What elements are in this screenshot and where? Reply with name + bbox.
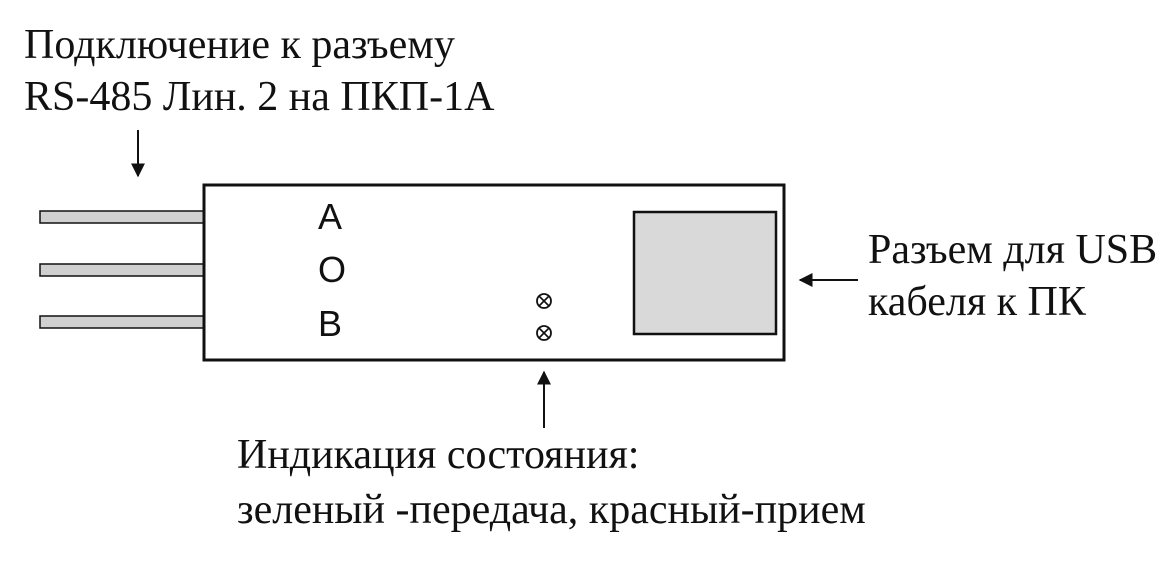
usb-label-line1: Разъем для USB xyxy=(868,227,1157,273)
usb-connector xyxy=(632,210,778,336)
pin-letter-a: A xyxy=(318,196,342,237)
pin-letter-o: O xyxy=(318,249,346,290)
led-red-icon xyxy=(536,325,552,341)
usb-label-line2: кабеля к ПК xyxy=(868,279,1087,325)
connection-label-line2: RS-485 Лин. 2 на ПКП-1А xyxy=(24,74,495,120)
connection-label-line1: Подключение к разъему xyxy=(24,22,455,68)
led-green-icon xyxy=(536,293,552,309)
status-label-line2: зеленый -передача, красный-прием xyxy=(237,487,866,533)
pin-letter-b: B xyxy=(318,303,342,344)
status-label-line1: Индикация состояния: xyxy=(237,432,639,478)
